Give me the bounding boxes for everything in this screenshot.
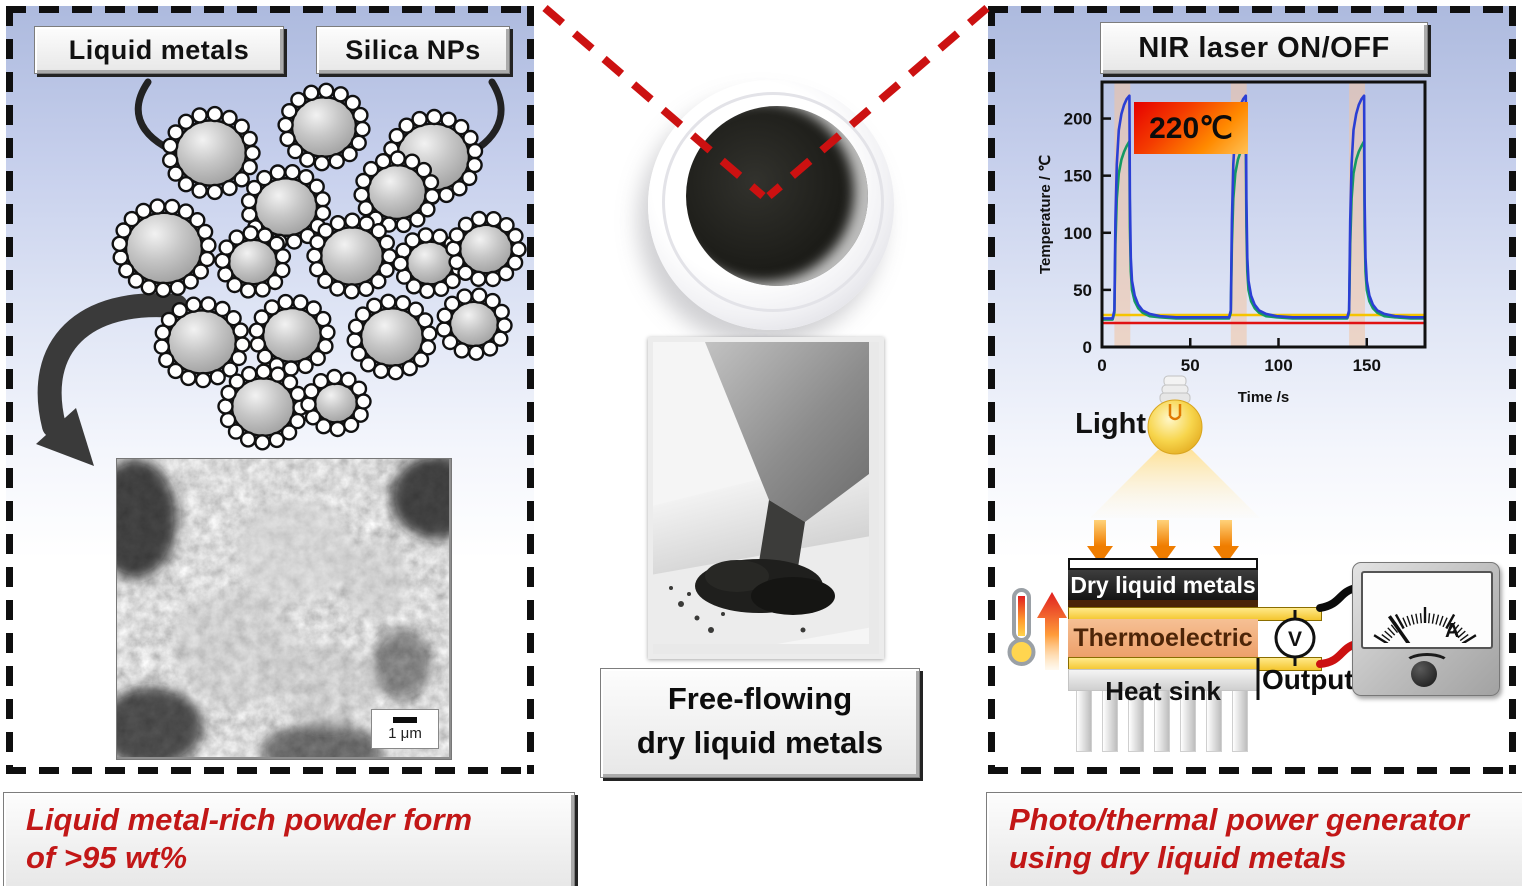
ammeter-dial-art: A xyxy=(1373,607,1477,669)
black-wire xyxy=(1316,584,1360,612)
heat-sink-label: Heat sink xyxy=(1105,676,1221,706)
dry-liquid-metals-label: Dry liquid metals xyxy=(1070,571,1256,598)
powder-stream xyxy=(759,500,805,574)
irradiation-arrows xyxy=(1087,520,1239,564)
heat-sink-fin xyxy=(1232,691,1248,752)
thermoelectric-layer: Thermoelectric xyxy=(1068,619,1258,657)
nir-laser-title-text: NIR laser ON/OFF xyxy=(1138,31,1390,64)
right-caption-line1: Photo/thermal power generator xyxy=(1009,802,1469,837)
heat-sink-fin xyxy=(1154,691,1170,752)
heat-sink-fin xyxy=(1102,691,1118,752)
pouring-photo xyxy=(616,337,930,670)
light-bulb-icon xyxy=(1147,375,1203,455)
right-panel-art xyxy=(1007,375,1260,670)
svg-text:0: 0 xyxy=(1097,356,1106,375)
liquid-metals-label-text: Liquid metals xyxy=(68,34,250,65)
svg-text:Time /s: Time /s xyxy=(1238,389,1289,406)
temp-badge-text: 220℃ xyxy=(1149,111,1233,145)
left-panel-border-left xyxy=(6,6,13,774)
left-panel-border-bottom xyxy=(6,767,534,774)
svg-text:150: 150 xyxy=(1064,167,1092,186)
thermometer-icon xyxy=(1007,588,1036,666)
sem-image: 1 μm xyxy=(93,455,483,779)
voltmeter-icon xyxy=(1274,617,1316,659)
voltmeter-label: V xyxy=(1288,628,1302,651)
sem-scale-box: 1 μm xyxy=(371,709,439,749)
absorber-top-plate xyxy=(1068,558,1258,570)
silica-nps-label: Silica NPs xyxy=(316,26,510,74)
zoom-to-sem-arrowhead xyxy=(36,408,94,466)
left-caption-line1: Liquid metal-rich powder form xyxy=(26,802,473,837)
right-panel-border-left xyxy=(988,6,995,774)
svg-text:Temperature / ℃: Temperature / ℃ xyxy=(1037,155,1054,274)
ammeter-knob-arc xyxy=(1404,653,1450,674)
middle-caption-box: Free-flowing dry liquid metals xyxy=(600,668,920,778)
right-caption-box: Photo/thermal power generator using dry … xyxy=(986,792,1522,886)
svg-text:0: 0 xyxy=(1083,338,1092,357)
jar-black-powder xyxy=(686,106,868,286)
svg-text:200: 200 xyxy=(1064,110,1092,129)
heat-sink-fin xyxy=(1128,691,1144,752)
nir-laser-title: NIR laser ON/OFF xyxy=(1100,22,1428,74)
middle-caption-line1: Free-flowing xyxy=(667,681,853,716)
heat-sink-fin xyxy=(1180,691,1196,752)
svg-text:A: A xyxy=(1445,620,1459,642)
left-panel-border-top xyxy=(6,6,534,13)
light-label: Light xyxy=(1075,408,1146,440)
zoom-to-sem-arrow xyxy=(37,293,188,438)
left-panel-border-right xyxy=(527,6,534,774)
heat-sink-fin xyxy=(1206,691,1222,752)
sem-scale-label: 1 μm xyxy=(388,724,422,742)
pouring-photo-art xyxy=(616,342,930,670)
middle-caption-line2: dry liquid metals xyxy=(636,725,884,760)
heat-up-arrow xyxy=(1037,592,1067,670)
liquid-metals-label: Liquid metals xyxy=(34,26,284,74)
sem-scale-bar xyxy=(393,716,417,723)
dry-liquid-metals-layer: Dry liquid metals xyxy=(1068,570,1258,600)
ammeter-knob xyxy=(1411,661,1437,687)
red-wire xyxy=(1316,640,1360,668)
right-panel-border-right xyxy=(1509,6,1516,774)
right-panel-border-top xyxy=(988,6,1516,13)
sem-texture xyxy=(93,455,483,779)
svg-text:50: 50 xyxy=(1181,356,1200,375)
silica-nps-label-text: Silica NPs xyxy=(345,34,481,65)
ammeter-dial: A xyxy=(1361,571,1493,669)
temp-badge: 220℃ xyxy=(1134,102,1248,154)
coated-particles xyxy=(111,82,527,451)
left-caption-box: Liquid metal-rich powder form of >95 wt% xyxy=(3,792,575,886)
left-caption-line2: of >95 wt% xyxy=(26,840,188,875)
output-label: Output xyxy=(1262,664,1354,695)
left-panel: Liquid metals Silica NPs xyxy=(6,6,534,779)
svg-text:150: 150 xyxy=(1353,356,1381,375)
svg-text:100: 100 xyxy=(1064,224,1092,243)
thermoelectric-label: Thermoelectric xyxy=(1073,623,1253,652)
liquid-metal-silica-schematic xyxy=(36,78,527,466)
powder-jar-photo xyxy=(648,80,894,330)
light-cone xyxy=(1090,450,1260,518)
ammeter: A xyxy=(1352,562,1500,696)
svg-text:100: 100 xyxy=(1264,356,1292,375)
heat-sink-fin xyxy=(1076,691,1092,752)
right-caption-line2: using dry liquid metals xyxy=(1009,840,1347,875)
svg-text:50: 50 xyxy=(1073,281,1092,300)
interface-layer xyxy=(1068,600,1258,607)
spatula-blade xyxy=(705,342,869,522)
right-panel-border-bottom xyxy=(988,767,1516,774)
